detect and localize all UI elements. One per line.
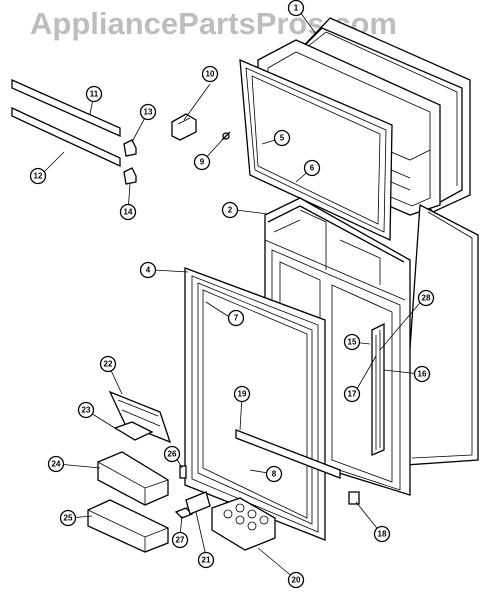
svg-text:22: 22 [104,360,113,369]
callout-7: 7 [227,309,245,327]
svg-text:15: 15 [348,338,357,347]
trim-end-cap-upper [123,139,137,157]
callout-8: 8 [265,465,283,483]
svg-text:2: 2 [228,206,233,215]
callout-27: 27 [171,531,189,549]
callout-1: 1 [287,0,305,17]
door-shelf-rail [371,322,385,456]
svg-text:14: 14 [124,208,133,217]
callout-28: 28 [417,289,435,307]
svg-text:8: 8 [272,470,277,479]
callout-11: 11 [85,85,103,103]
callout-25: 25 [59,509,77,527]
svg-text:9: 9 [200,158,205,167]
fresh-food-door-outer-panel [404,203,479,466]
callout-15: 15 [343,333,361,351]
svg-text:21: 21 [202,556,211,565]
dairy-door-part [108,390,172,444]
door-bin-lower [87,499,169,553]
callout-19: 19 [233,385,251,403]
callout-26: 26 [163,445,181,463]
freezer-door-gasket [239,58,393,242]
trim-strip-lower [11,106,121,168]
svg-text:25: 25 [64,514,73,523]
svg-text:13: 13 [144,108,153,117]
svg-text:28: 28 [422,294,431,303]
svg-text:4: 4 [146,266,151,275]
callout-20: 20 [287,571,305,589]
door-shelf-bar [235,429,341,479]
callout-16: 16 [413,365,431,383]
callout-2: 2 [221,201,239,219]
callout-10: 10 [201,65,219,83]
callout-22: 22 [99,355,117,373]
callout-14: 14 [119,203,137,221]
end-cap-part [348,491,360,505]
callout-13: 13 [139,103,157,121]
callout-18: 18 [373,525,391,543]
svg-text:12: 12 [34,172,43,181]
egg-tray [211,497,276,551]
svg-text:18: 18 [378,530,387,539]
svg-text:24: 24 [52,460,61,469]
callout-24: 24 [47,455,65,473]
callout-21: 21 [197,551,215,569]
bar-part [185,491,211,515]
svg-text:5: 5 [280,134,285,143]
small-tray-part [113,421,154,441]
svg-text:19: 19 [238,390,247,399]
svg-text:27: 27 [176,536,185,545]
svg-text:20: 20 [292,576,301,585]
svg-text:17: 17 [348,390,357,399]
leader-lines [39,11,425,579]
hinge-bracket-part [171,113,197,141]
retainer-part [174,507,194,519]
callout-23: 23 [77,401,95,419]
callout-5: 5 [273,129,291,147]
callout-6: 6 [303,159,321,177]
callout-4: 4 [139,261,157,279]
svg-text:16: 16 [418,370,427,379]
fresh-food-door-gasket [184,267,326,541]
svg-text:7: 7 [234,314,239,323]
svg-text:1: 1 [294,4,299,13]
clip-part [179,465,187,479]
trim-strip-upper [11,78,121,138]
callout-9: 9 [193,153,211,171]
svg-text:6: 6 [310,164,315,173]
trim-end-cap-lower [123,167,137,185]
svg-text:10: 10 [206,70,215,79]
svg-text:23: 23 [82,406,91,415]
callout-12: 12 [29,167,47,185]
svg-text:11: 11 [90,90,99,99]
callout-17: 17 [343,385,361,403]
door-bin-upper [97,451,169,506]
svg-text:26: 26 [168,450,177,459]
